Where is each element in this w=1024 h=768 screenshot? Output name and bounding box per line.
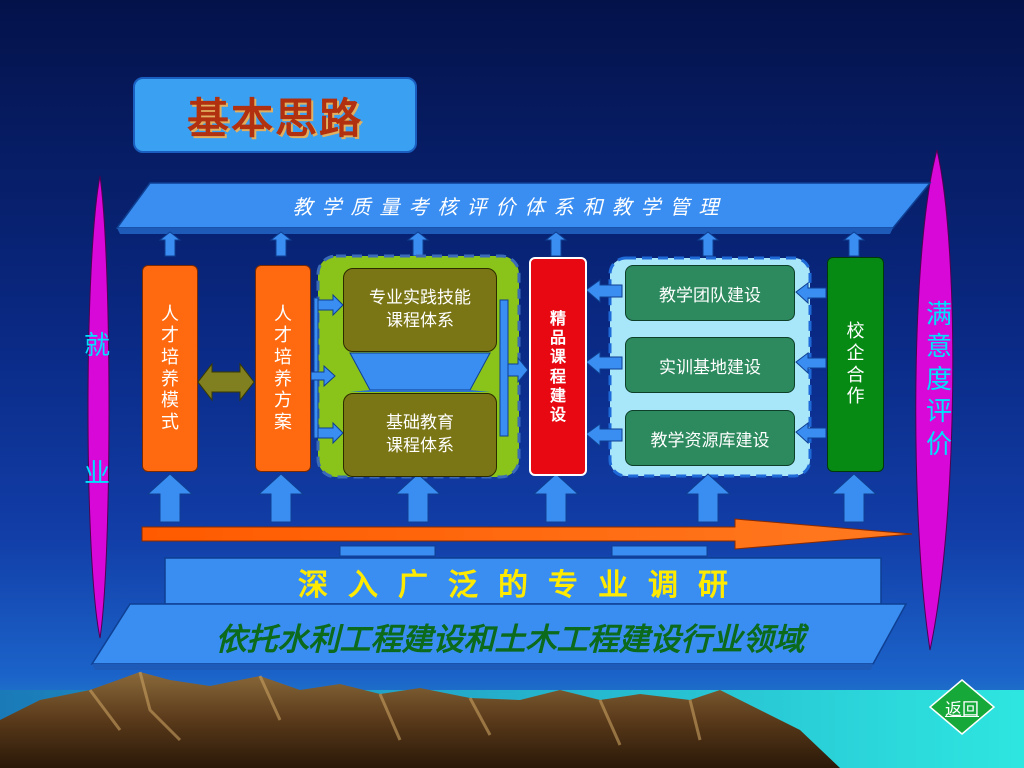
talent-model-char: 式 — [161, 411, 179, 433]
talent-model-box: 人 才 培 养 模 式 — [142, 265, 198, 472]
quality-course-char: 精 — [549, 308, 566, 328]
enterprise-to-resource-arrows — [795, 282, 827, 445]
research-bar-label: 深入广泛的专业调研 — [298, 568, 748, 603]
top-bar-edge — [117, 228, 893, 234]
school-enterprise-char: 校 — [846, 321, 865, 343]
double-arrow-talent — [197, 362, 255, 402]
talent-model-char: 培 — [161, 346, 179, 368]
practice-course-box: 专业实践技能 课程体系 — [343, 268, 497, 352]
basic-course-box: 基础教育 课程体系 — [343, 393, 497, 477]
school-enterprise-char: 合 — [846, 364, 865, 386]
talent-model-char: 人 — [161, 303, 179, 325]
talent-plan-char: 养 — [274, 368, 292, 390]
mountain-ridges — [88, 671, 702, 746]
school-enterprise-box: 校 企 合 作 — [827, 257, 884, 472]
talent-plan-box: 人 才 培 养 方 案 — [255, 265, 311, 472]
talent-plan-char: 案 — [274, 411, 292, 433]
basic-course-line: 基础教育 — [386, 413, 454, 434]
talent-model-char: 养 — [161, 368, 179, 390]
left-side-char: 业 — [83, 458, 110, 489]
talent-plan-char: 才 — [274, 325, 292, 347]
practice-course-line: 课程体系 — [386, 311, 454, 331]
plan-to-course-arrows — [310, 293, 344, 445]
right-side-label: 满 意 度 评 价 — [920, 290, 958, 470]
school-enterprise-char: 企 — [846, 342, 865, 364]
course-link-bottom — [350, 390, 490, 392]
top-arrows — [158, 231, 866, 257]
school-enterprise-char: 作 — [846, 386, 865, 408]
base-bar-label: 依托水利工程建设和土木工程建设行业领域 — [215, 621, 805, 658]
course-to-quality-arrows — [499, 299, 529, 437]
resource-library-box: 教学资源库建设 — [625, 410, 795, 466]
quality-course-box: 精 品 课 程 建 设 — [529, 257, 587, 476]
right-side-char: 意 — [925, 332, 952, 363]
talent-plan-char: 人 — [274, 303, 292, 325]
talent-plan-char: 方 — [274, 390, 292, 412]
mountains — [0, 672, 840, 768]
left-side-label: 就 业 — [78, 330, 116, 490]
course-link — [349, 352, 491, 391]
back-button-shape — [928, 679, 996, 735]
training-base-box: 实训基地建设 — [625, 337, 795, 393]
research-connectors — [339, 545, 708, 557]
talent-plan-char: 培 — [274, 346, 292, 368]
practice-course-line: 专业实践技能 — [369, 288, 471, 309]
research-bar-shape — [164, 557, 882, 605]
talent-model-char: 模 — [161, 390, 179, 412]
right-side-char: 满 — [925, 299, 952, 330]
resource-to-quality-arrows — [585, 279, 623, 448]
top-bar-label: 教学质量考核评价体系和教学管理 — [292, 194, 728, 219]
quality-course-char: 建 — [549, 385, 566, 405]
right-side-char: 价 — [925, 429, 952, 460]
quality-course-char: 品 — [549, 328, 566, 348]
bottom-up-arrows — [146, 473, 878, 523]
teaching-team-box: 教学团队建设 — [625, 265, 795, 321]
left-side-char: 就 — [83, 331, 110, 361]
quality-course-char: 课 — [549, 347, 566, 367]
page-title: 基本思路 — [133, 77, 417, 153]
basic-course-line: 课程体系 — [386, 436, 454, 456]
right-lens — [915, 149, 954, 651]
right-side-char: 度 — [925, 364, 952, 395]
right-side-char: 评 — [925, 397, 952, 428]
talent-model-char: 才 — [161, 325, 179, 347]
left-lens — [87, 175, 110, 639]
long-orange-arrow — [141, 518, 913, 550]
quality-course-char: 设 — [549, 404, 566, 424]
base-bar-edge — [92, 664, 873, 670]
quality-course-char: 程 — [549, 366, 566, 386]
back-button[interactable]: 返回 — [945, 699, 979, 720]
